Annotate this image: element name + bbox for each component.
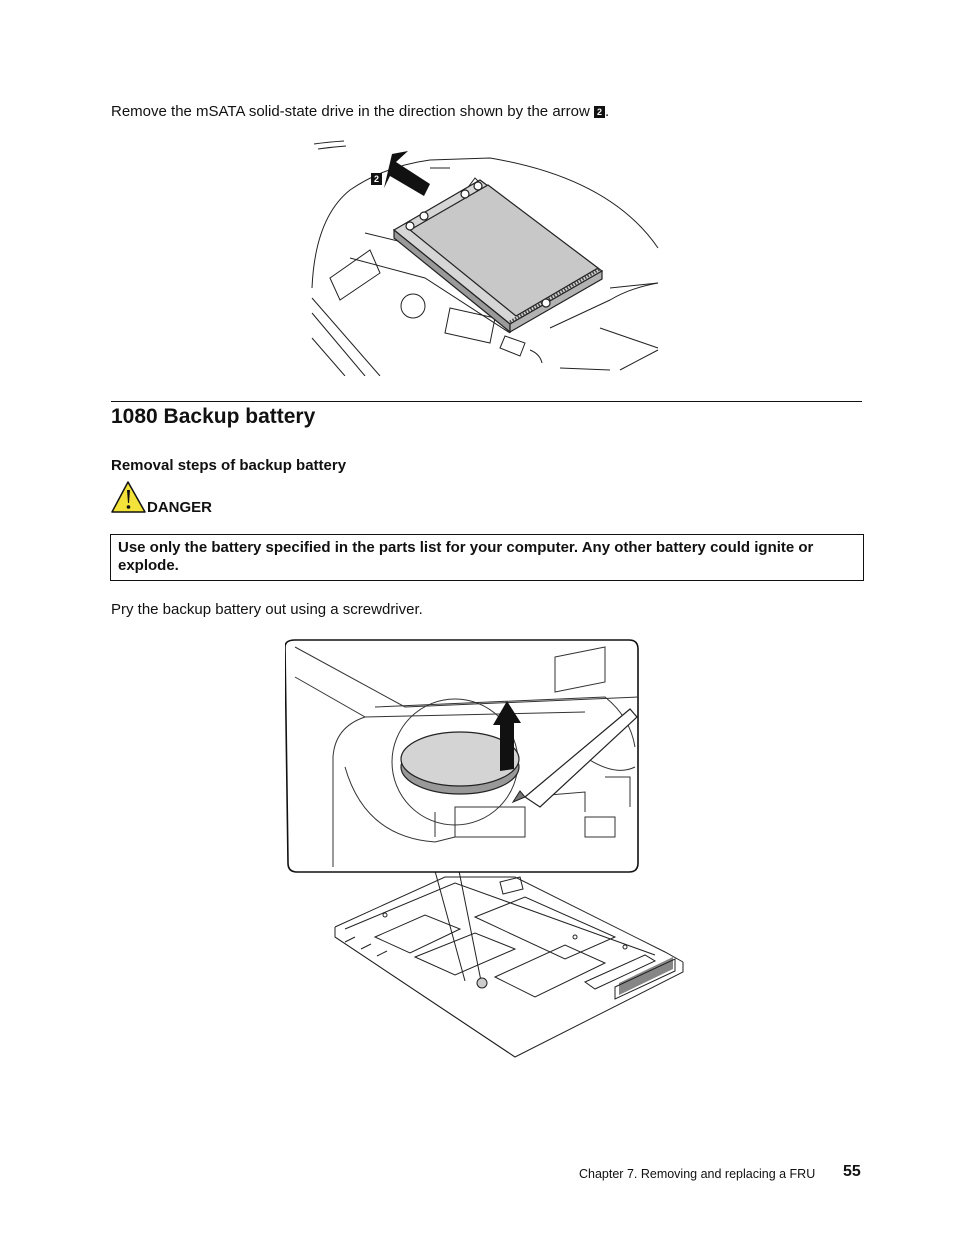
removal-arrow-icon: [384, 151, 430, 196]
backup-battery-figure: [285, 639, 684, 1058]
msata-removal-figure: [311, 140, 659, 376]
intro-paragraph: Remove the mSATA solid-state drive in th…: [111, 102, 609, 122]
callout-2-figure: 2: [371, 173, 383, 185]
danger-warning-box: Use only the battery specified in the pa…: [110, 534, 864, 581]
instruction-text: Pry the backup battery out using a screw…: [111, 601, 423, 618]
warning-triangle-icon: [111, 481, 146, 513]
intro-suffix: .: [605, 103, 610, 120]
page-number: 55: [843, 1163, 861, 1180]
subsection-title: Removal steps of backup battery: [111, 457, 347, 474]
section-divider: [111, 401, 862, 402]
lift-arrow-icon: [493, 701, 521, 771]
intro-text: Remove the mSATA solid-state drive in th…: [111, 103, 594, 120]
footer-chapter: Chapter 7. Removing and replacing a FRU: [579, 1167, 816, 1181]
section-title: 1080 Backup battery: [111, 405, 316, 428]
danger-label: DANGER: [147, 499, 213, 516]
callout-2-inline: 2: [594, 106, 606, 118]
